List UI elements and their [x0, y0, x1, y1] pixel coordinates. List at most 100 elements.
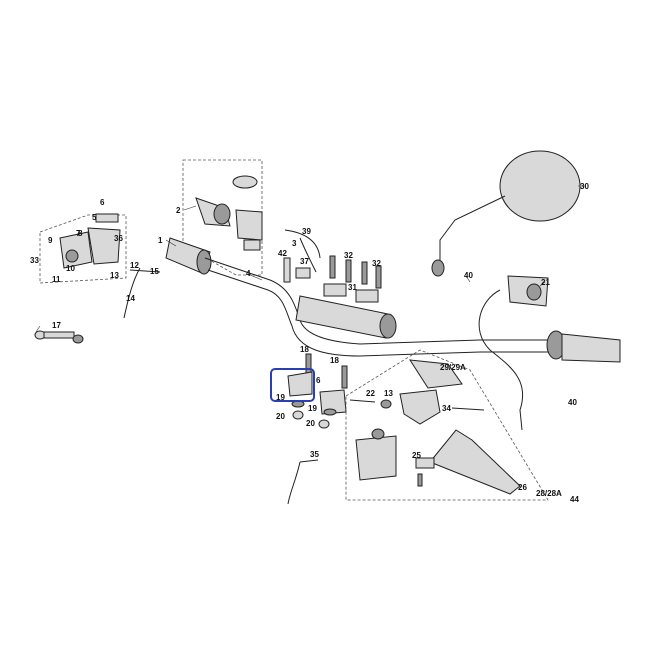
label-34: 34 [442, 404, 451, 413]
left-grip-group [165, 237, 212, 275]
lever-housing [399, 389, 441, 425]
right-switch-group [507, 275, 549, 307]
label-18b: 18 [330, 356, 339, 365]
label-22: 22 [366, 389, 375, 398]
right-grip-group [546, 330, 621, 363]
nut-20-right [318, 419, 330, 429]
throttle-screw [243, 239, 261, 251]
brake-assembly-group [349, 359, 521, 495]
label-5: 5 [92, 213, 97, 222]
screw-group-32 [329, 255, 382, 289]
label-36: 36 [114, 234, 123, 243]
label-4: 4 [246, 269, 251, 278]
part-labels: 1 2 3 4 5 6 6 7 8 9 10 11 12 13 13 14 15… [30, 182, 589, 504]
highlight-box[interactable] [270, 368, 315, 402]
label-32a: 32 [344, 251, 353, 260]
master-cylinder-22 [349, 399, 376, 403]
pin-17-group [34, 330, 84, 344]
label-31: 31 [348, 283, 357, 292]
label-33: 33 [30, 256, 39, 265]
clamp-31-1 [323, 283, 347, 297]
throttle-dashed-frame [182, 159, 263, 276]
label-3: 3 [292, 239, 297, 248]
label-13b: 13 [384, 389, 393, 398]
washer-19-right [323, 408, 337, 416]
screw-bottom [417, 473, 423, 487]
caliper-fitting [371, 428, 385, 440]
label-37: 37 [300, 257, 309, 266]
throttle-ring [213, 203, 231, 225]
label-17: 17 [52, 321, 61, 330]
clamp-assembly-19 [287, 353, 313, 420]
label-10: 10 [66, 264, 75, 273]
throttle-cap [232, 175, 258, 189]
clamp-group-31 [323, 283, 379, 303]
crossbar-pad [295, 295, 397, 339]
screw-32-1 [329, 255, 336, 279]
cable-14 [123, 267, 141, 319]
mirror-head [499, 150, 581, 222]
cable-3 [299, 237, 317, 273]
screw-32-3 [361, 261, 368, 285]
leader-lines [35, 185, 586, 333]
label-26: 26 [518, 483, 527, 492]
part-42 [283, 257, 291, 283]
label-44: 44 [570, 495, 579, 504]
throttle-assembly-group [182, 159, 263, 276]
throttle-housing [235, 209, 263, 241]
label-9: 9 [48, 236, 53, 245]
label-42: 42 [278, 249, 287, 258]
part-25 [415, 457, 435, 469]
cable-end-15 [129, 269, 161, 273]
label-21: 21 [541, 278, 550, 287]
left-dashed-frame [39, 214, 127, 284]
part-37 [295, 267, 311, 279]
label-40a: 40 [464, 271, 473, 280]
label-12: 12 [130, 261, 139, 270]
lever-perch-29 [409, 359, 463, 389]
label-2: 2 [176, 206, 181, 215]
label-13a: 13 [110, 271, 119, 280]
banjo-13 [380, 399, 392, 409]
label-6b: 6 [316, 376, 321, 385]
left-knob [65, 249, 79, 263]
mirror-stem [439, 195, 506, 262]
label-40b: 40 [568, 398, 577, 407]
label-7: 7 [76, 229, 81, 238]
bolt-18-right [341, 365, 348, 389]
label-25: 25 [412, 451, 421, 460]
label-14: 14 [126, 294, 135, 303]
label-28-28a: 28/28A [536, 489, 562, 498]
label-30: 30 [580, 182, 589, 191]
label-35: 35 [310, 450, 319, 459]
cable-35 [287, 461, 301, 505]
brake-dashed-frame [345, 349, 549, 501]
mirror-base [431, 259, 445, 277]
mirror-group [431, 150, 581, 277]
label-11: 11 [52, 275, 61, 284]
clamp-assembly-right [318, 365, 348, 429]
label-19a: 19 [276, 393, 285, 402]
clamp-6 [287, 371, 313, 397]
clamp-31-2 [355, 289, 379, 303]
nut-20 [292, 410, 304, 420]
label-39: 39 [302, 227, 311, 236]
left-switch-body [87, 227, 121, 265]
part-34 [451, 407, 485, 411]
left-cap-plate [95, 213, 119, 223]
label-32b: 32 [372, 259, 381, 268]
label-20a: 20 [276, 412, 285, 421]
lever-26 [429, 429, 521, 495]
crossbar-pad-end [379, 313, 397, 339]
pin-17-nut [72, 334, 84, 344]
label-8: 8 [78, 229, 83, 238]
label-15: 15 [150, 267, 159, 276]
right-grip [561, 333, 621, 363]
cable-35-top [299, 459, 319, 463]
left-grip-flange [196, 249, 212, 275]
label-18a: 18 [300, 345, 309, 354]
handlebar-tube-lower [207, 269, 560, 357]
cable-39 [284, 229, 321, 259]
